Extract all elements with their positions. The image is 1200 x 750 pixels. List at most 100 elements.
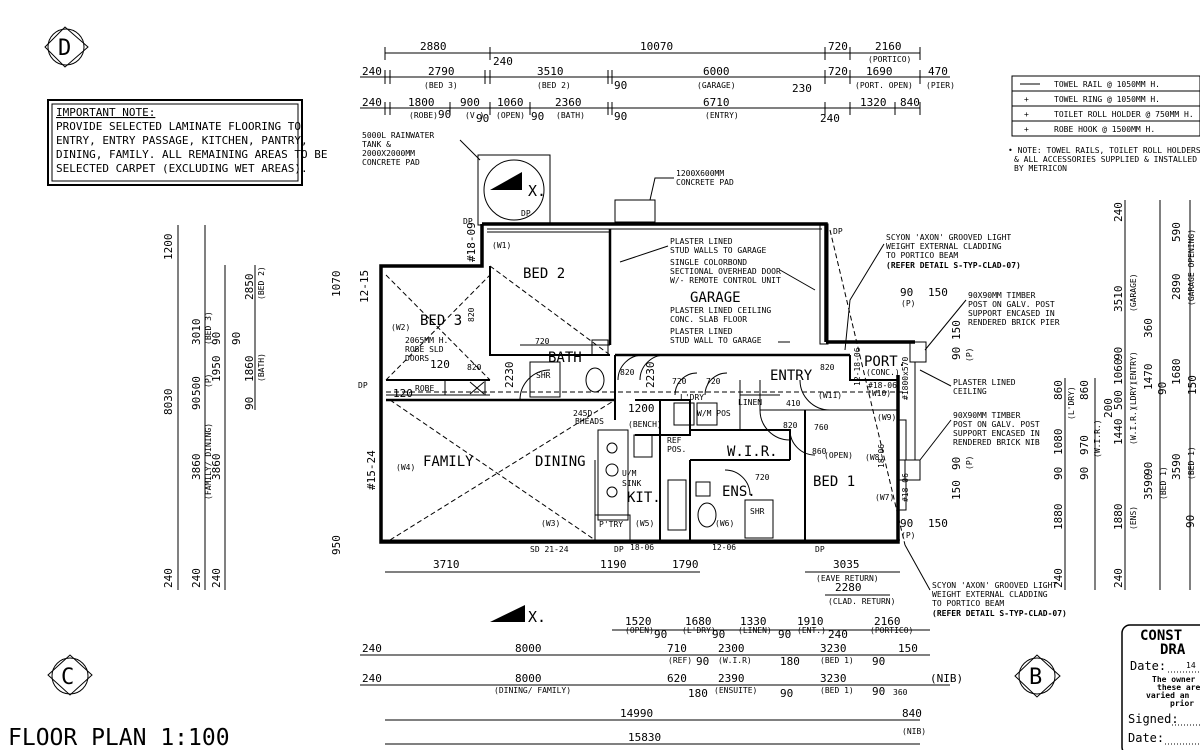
dim-label: 1440 [1112, 419, 1125, 446]
annotation: RENDERED BRICK NIB [953, 438, 1040, 447]
annotation: CONC. SLAB FLOOR [670, 315, 747, 324]
portico [897, 341, 927, 511]
annotation: SUPPORT ENCASED IN [968, 309, 1055, 318]
door-width: 410 [786, 399, 801, 408]
important-note-line: ENTRY, ENTRY PASSAGE, KITCHEN, PANTRY, [56, 134, 308, 147]
dim-label: 2160 [875, 40, 902, 53]
dim-label: 6710 [703, 96, 730, 109]
dim-label: 1070 [330, 271, 343, 298]
dim-label: 230 [792, 82, 812, 95]
dim-label: 8030 [162, 389, 175, 416]
annotation: 1200X600MM [676, 169, 724, 178]
annotation: WEIGHT EXTERNAL CLADDING [886, 242, 1002, 251]
annotation: 2000X2000MM [362, 149, 415, 158]
dim-label: 860 [1078, 380, 1091, 400]
annotation: SCYON 'AXON' GROOVED LIGHT [932, 581, 1057, 590]
annotation: TO PORTICO BEAM [932, 599, 1004, 608]
fridge-label: POS. [667, 445, 686, 454]
downpipe-label: DP [358, 381, 368, 390]
dim-label: 90 [1078, 467, 1091, 480]
dim-label: 240 [362, 96, 382, 109]
top-dimensions: 2880 10070 720 2160 (PORTICO) 240 2790 (… [360, 40, 955, 125]
dim-label: 90 [1156, 382, 1169, 395]
stamp-body: varied an [1146, 690, 1190, 700]
dim-label: 90 [614, 110, 627, 123]
dim-label: 90 [476, 112, 489, 125]
stamp-title: DRA [1160, 642, 1186, 658]
compass-d: D [44, 26, 89, 68]
dim-label: 90 [900, 517, 913, 530]
dim-label: 90 [190, 397, 203, 410]
dashed-lines [385, 229, 906, 546]
downpipe-label: DP [815, 545, 825, 554]
construction-stamp: CONST DRA Date: 14 The owner these are v… [1121, 624, 1200, 750]
dim-label: 1190 [600, 558, 627, 571]
window-w9: (W9) [877, 413, 896, 422]
dim-sublabel: (P) [901, 299, 915, 308]
annotation: CONCRETE PAD [676, 178, 734, 187]
room-kitchen: KIT. [627, 490, 661, 506]
towel-ring-icon: + [1024, 95, 1029, 104]
dim-sublabel: (GARAGE OPENING) [1187, 229, 1196, 306]
dim-label: 3860 [210, 454, 223, 481]
dim-label: 150 [928, 286, 948, 299]
dim-label: 200 [1102, 398, 1115, 418]
stamp-date-value: 14 [1186, 661, 1196, 670]
dim-label: 1790 [672, 558, 699, 571]
annotation: TANK & [362, 140, 391, 149]
dim-label: 3230 [820, 642, 847, 655]
important-note-line: DINING, FAMILY. ALL REMAINING AREAS TO B… [56, 148, 328, 161]
door-width: 820 [467, 307, 476, 322]
bulkhead-height: 245D [573, 409, 592, 418]
dim-label: 180 [688, 687, 708, 700]
dim-label: 240 [162, 568, 175, 588]
dim-label: 1690 [866, 65, 893, 78]
important-note-heading: IMPORTANT NOTE: [56, 106, 155, 119]
dim-label: 3590 [1142, 474, 1155, 501]
annotation: W/- REMOTE CONTROL UNIT [670, 276, 781, 285]
room-ensuite: ENS. [722, 484, 756, 500]
dim-label: 900 [460, 96, 480, 109]
dim-sublabel: (P) [901, 531, 915, 540]
important-note: IMPORTANT NOTE: PROVIDE SELECTED LAMINAT… [47, 99, 328, 186]
dim-sublabel: (V.) [465, 111, 484, 120]
dim-label: 840 [902, 707, 922, 720]
annotation: DOORS [405, 354, 429, 363]
dim-sublabel: (LDRY) [1129, 381, 1138, 410]
dim-sublabel: (BED 1) [820, 656, 854, 665]
dim-label: 150 [950, 320, 963, 340]
dim-label: 90 [696, 655, 709, 668]
annotation: SECTIONAL OVERHEAD DOOR [670, 267, 781, 276]
door-width: 820 [783, 421, 798, 430]
dim-label: 120 [430, 358, 450, 371]
annotation: (REFER DETAIL S-TYP-CLAD-07) [886, 261, 1021, 270]
window-size-label: 18-06 [630, 543, 654, 552]
dim-label: 500 [1112, 390, 1125, 410]
dim-sublabel: (OPEN) [496, 111, 525, 120]
window-w8: (W8) [865, 453, 884, 462]
dim-label: 2230 [503, 362, 516, 389]
door-opening: (OPEN) [824, 451, 853, 460]
dim-label: 2390 [718, 672, 745, 685]
annotation: CEILING [953, 387, 987, 396]
wall-height-label: 18-06 [877, 444, 886, 468]
door-width: 720 [706, 377, 721, 386]
dim-label: 2880 [420, 40, 447, 53]
dim-label: 90 [531, 110, 544, 123]
stamp-body: prior [1170, 698, 1194, 708]
dim-sublabel: (ENS) [1129, 506, 1138, 530]
annotation: CONCRETE PAD [362, 158, 420, 167]
dim-label: 6000 [703, 65, 730, 78]
dim-label: 3510 [1112, 286, 1125, 313]
door-width: 720 [755, 473, 770, 482]
dim-label: 3710 [433, 558, 460, 571]
bench-width: 1200 [628, 402, 655, 415]
dim-sublabel: (BED 2) [257, 266, 266, 300]
shower-label: SHR [536, 371, 551, 380]
room-laundry: L'DRY [680, 393, 704, 402]
dim-label: 840 [900, 96, 920, 109]
concrete-pad-note: 1200X600MM CONCRETE PAD [614, 169, 734, 223]
uvm-label: U/M [622, 469, 637, 478]
dim-label: 2360 [555, 96, 582, 109]
portico-annotations: SCYON 'AXON' GROOVED LIGHT WEIGHT EXTERN… [405, 233, 1067, 618]
